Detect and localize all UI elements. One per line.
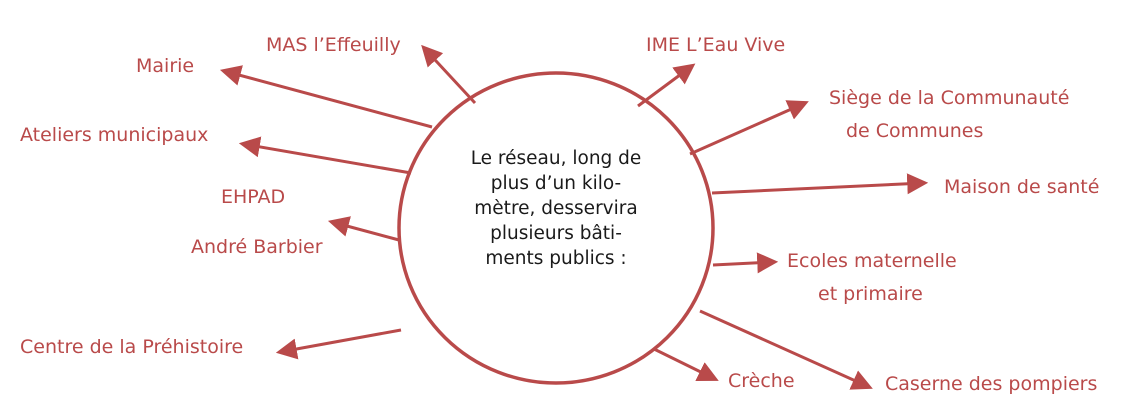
arrow-ehpad: [327, 216, 400, 242]
arrows: [219, 44, 929, 390]
arrow-mas: [421, 44, 477, 105]
arrow-ime: [637, 63, 696, 108]
label-mas-effeuilly: MAS l’Effeuilly: [266, 34, 401, 56]
center-text: Le réseau, long de plus d’un kilo- mètre…: [436, 146, 676, 271]
label-mairie: Mairie: [136, 55, 195, 77]
arrow-maison-sante: [711, 173, 929, 195]
center-text-line: mètre, desservira: [474, 198, 638, 219]
label-centre-prehistoire: Centre de la Préhistoire: [20, 336, 244, 358]
center-text-line: Le réseau, long de: [470, 148, 642, 169]
label-ehpad-line1: EHPAD: [221, 186, 286, 208]
label-caserne-pompiers: Caserne des pompiers: [885, 373, 1098, 395]
arrow-ateliers: [238, 136, 412, 175]
label-ecoles-line1: Ecoles maternelle: [787, 250, 957, 272]
label-ehpad-line2: André Barbier: [191, 236, 323, 258]
arrow-caserne: [699, 309, 873, 390]
arrow-mairie: [219, 65, 433, 129]
arrow-prehistoire: [275, 328, 402, 360]
arrow-creche: [653, 347, 719, 382]
center-text-line: plusieurs bâti-: [490, 223, 622, 244]
label-ecoles-line2: et primaire: [818, 283, 923, 305]
label-siege-line1: Siège de la Communauté: [829, 87, 1070, 109]
center-text-line: plus d’un kilo-: [490, 173, 622, 194]
label-ime-eau-vive: IME L’Eau Vive: [646, 34, 786, 56]
label-maison-sante: Maison de santé: [944, 176, 1100, 198]
center-text-line: ments publics :: [485, 248, 627, 269]
label-creche: Crèche: [728, 370, 795, 392]
arrow-siege: [689, 100, 809, 156]
label-ateliers-municipaux: Ateliers municipaux: [20, 124, 209, 146]
center-circle: [397, 71, 715, 385]
label-siege-line2: de Communes: [846, 120, 984, 142]
arrow-ecoles: [712, 252, 779, 274]
